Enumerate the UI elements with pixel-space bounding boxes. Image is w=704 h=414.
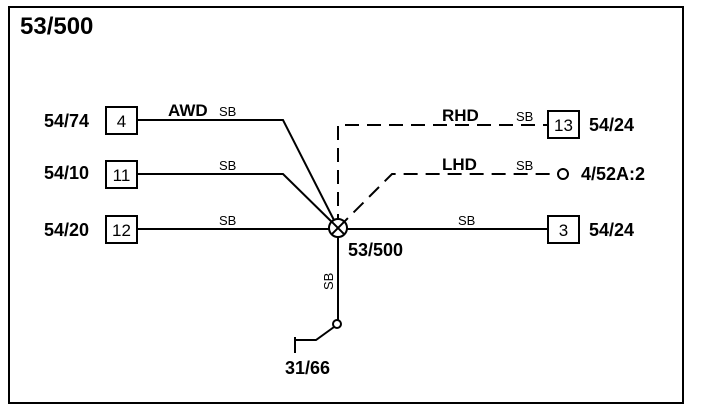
- wire: [137, 173, 339, 229]
- connector-label: 54/10: [44, 163, 89, 183]
- connection-4-52a-lhd: 4/52A:2 LHD SB: [337, 155, 645, 229]
- connector-label: 4/52A:2: [581, 164, 645, 184]
- connection-54-24: 3 54/24 SB: [338, 213, 634, 244]
- diagram-title: 53/500: [20, 13, 93, 40]
- connector-label: 54/74: [44, 111, 89, 131]
- connection-54-24-rhd: 13 54/24 RHD SB: [337, 106, 634, 228]
- connection-54-74: 54/74 4 AWD SB: [44, 101, 339, 229]
- splice-53-500: 53/500: [328, 218, 403, 260]
- pin-box: [105, 160, 138, 189]
- wire-color-label: SB: [219, 158, 236, 173]
- wire-color-label: SB: [321, 273, 336, 290]
- pin-number: 12: [112, 221, 131, 240]
- wire-color-label: SB: [219, 213, 236, 228]
- wire-color-label: SB: [516, 158, 533, 173]
- wire-color-label: SB: [458, 213, 475, 228]
- connector-label: 54/24: [589, 115, 634, 135]
- wire: [337, 124, 548, 228]
- wire: [337, 173, 557, 229]
- variant-label: RHD: [442, 106, 479, 125]
- variant-label: AWD: [168, 101, 208, 120]
- connector-label: 54/20: [44, 220, 89, 240]
- wire: [137, 119, 339, 229]
- pin-number: 13: [554, 116, 573, 135]
- pin-number: 4: [117, 112, 126, 131]
- ground-label: 31/66: [285, 358, 330, 378]
- diagram-frame: [8, 6, 684, 404]
- wire-color-label: SB: [516, 109, 533, 124]
- ground-lead: [295, 326, 335, 341]
- ground-connection: 31/66 SB: [285, 229, 342, 378]
- connector-label: 54/24: [589, 220, 634, 240]
- terminal-circle: [557, 168, 569, 180]
- variant-label: LHD: [442, 155, 477, 174]
- terminal-circle: [332, 319, 342, 329]
- pin-box: [547, 215, 580, 244]
- pin-box: [547, 110, 580, 139]
- pin-number: 3: [559, 221, 568, 240]
- wire-color-label: SB: [219, 104, 236, 119]
- splice-label: 53/500: [348, 240, 403, 260]
- connection-54-20: 54/20 12 SB: [44, 213, 338, 244]
- pin-number: 11: [113, 166, 131, 185]
- pin-box: [105, 215, 138, 244]
- connection-54-10: 54/10 11 SB: [44, 158, 339, 229]
